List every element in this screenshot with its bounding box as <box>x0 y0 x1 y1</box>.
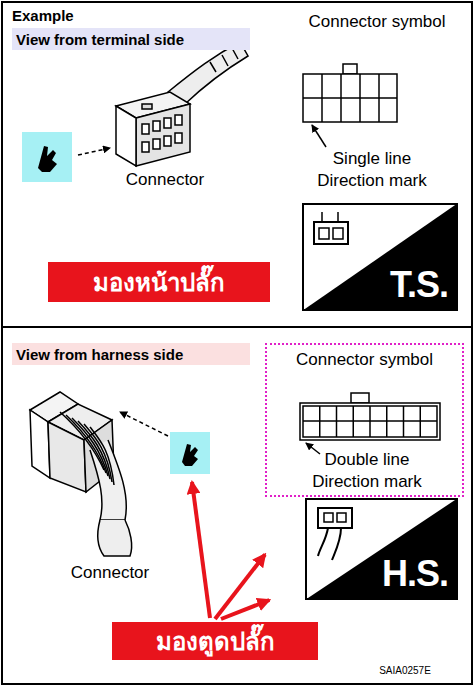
drawing-stroke <box>337 513 346 522</box>
drawing-stroke <box>30 410 50 478</box>
view-arrow <box>120 412 168 436</box>
drawing-stroke <box>314 222 348 244</box>
heading: Example <box>12 7 74 24</box>
part-label: Single line Direction mark <box>302 148 442 192</box>
drawing-stroke <box>321 212 323 222</box>
leader-line <box>312 125 326 147</box>
thai-callout: มองตูดปลั๊ก <box>112 622 318 660</box>
drawing-stroke <box>319 406 321 437</box>
pointer-arrow <box>192 482 210 618</box>
drawing-stroke <box>142 115 182 152</box>
drawing-stroke <box>182 444 198 466</box>
drawing-stroke <box>116 106 136 166</box>
pointer-arrow <box>215 554 265 619</box>
drawing-stroke <box>84 424 112 482</box>
drawing-stroke <box>210 48 238 72</box>
drawing-stroke <box>359 74 361 122</box>
drawing-stroke <box>318 528 341 560</box>
node-text: มองหน้าปลั๊ก <box>93 263 225 302</box>
node-text: View from terminal side <box>16 31 184 48</box>
drawing-stroke <box>168 42 248 104</box>
drawing-stroke <box>142 142 149 152</box>
drawing-stroke <box>153 139 160 149</box>
drawing-stroke <box>302 203 458 311</box>
drawing-stroke <box>175 115 182 125</box>
drawing-stroke <box>420 406 422 437</box>
hs-icon-box: H.S. <box>305 498 458 600</box>
ts-icon <box>302 203 458 311</box>
drawing-stroke <box>318 508 352 528</box>
hand-icon <box>22 132 72 182</box>
drawing-stroke <box>305 498 458 600</box>
drawing-stroke <box>72 418 108 476</box>
drawing-stroke <box>164 136 171 146</box>
thai-callout: มองหน้าปลั๊ก <box>48 262 270 302</box>
view-band: View from harness side <box>12 343 250 365</box>
drawing-stroke <box>305 498 458 600</box>
drawing-stroke <box>386 406 388 437</box>
drawing-stroke <box>300 403 440 440</box>
node-text: มองตูดปลั๊ก <box>156 622 275 661</box>
drawing-stroke <box>142 124 149 134</box>
drawing-stroke <box>164 118 171 128</box>
ts-icon-box: T.S. <box>302 203 458 311</box>
drawing-stroke <box>22 132 72 182</box>
connector-symbol <box>300 393 440 440</box>
drawing-stroke <box>303 406 437 437</box>
drawing-stroke <box>153 121 160 131</box>
drawing-stroke <box>351 393 369 403</box>
hs-icon <box>305 498 458 600</box>
drawing-stroke <box>343 64 357 74</box>
drawing-stroke <box>175 133 182 143</box>
view-band: View from terminal side <box>12 28 250 50</box>
view-arrow <box>78 148 110 155</box>
drawing-stroke <box>324 513 333 522</box>
drawing-stroke <box>353 406 355 437</box>
drawing-stroke <box>38 146 57 172</box>
pointer-arrow <box>221 600 269 619</box>
part-label: Connector symbol <box>292 12 462 32</box>
part-label: Connector <box>112 170 218 190</box>
drawing-stroke <box>98 520 132 556</box>
drawing-stroke <box>320 406 421 437</box>
drawing-stroke <box>170 432 210 474</box>
drawing-stroke <box>369 406 371 437</box>
drawing-stroke <box>90 427 114 485</box>
hand-icon <box>170 432 210 474</box>
drawing-stroke <box>142 104 152 109</box>
node-text: Connector symbol <box>267 350 462 370</box>
drawing-stroke <box>378 74 380 122</box>
drawing-stroke <box>336 406 338 437</box>
drawing-stroke <box>319 228 329 239</box>
drawing-stroke <box>303 97 397 99</box>
node-text: H.S. <box>382 554 448 594</box>
leader-line <box>306 443 320 454</box>
connector-terminal-side <box>116 42 248 166</box>
part-label: Connector <box>52 563 168 583</box>
drawing-stroke <box>403 406 405 437</box>
drawing-stroke <box>321 74 323 122</box>
drawing-stroke <box>340 74 342 122</box>
figure-code: SAIA0257E <box>355 664 455 677</box>
drawing-stroke <box>136 104 190 166</box>
drawing-stroke <box>60 412 114 485</box>
node-text: T.S. <box>390 265 448 305</box>
node-text: View from harness side <box>16 346 183 363</box>
drawing-stroke <box>337 212 339 222</box>
drawing-stroke <box>302 203 458 311</box>
drawing-stroke <box>333 228 343 239</box>
symbol-frame: Connector symbolDouble line Direction ma… <box>265 343 464 497</box>
divider <box>2 326 472 328</box>
drawing-stroke <box>303 74 397 122</box>
connector-symbol <box>303 64 397 122</box>
node-text: Double line Direction mark <box>297 449 437 493</box>
connector-harness-side <box>30 392 132 556</box>
